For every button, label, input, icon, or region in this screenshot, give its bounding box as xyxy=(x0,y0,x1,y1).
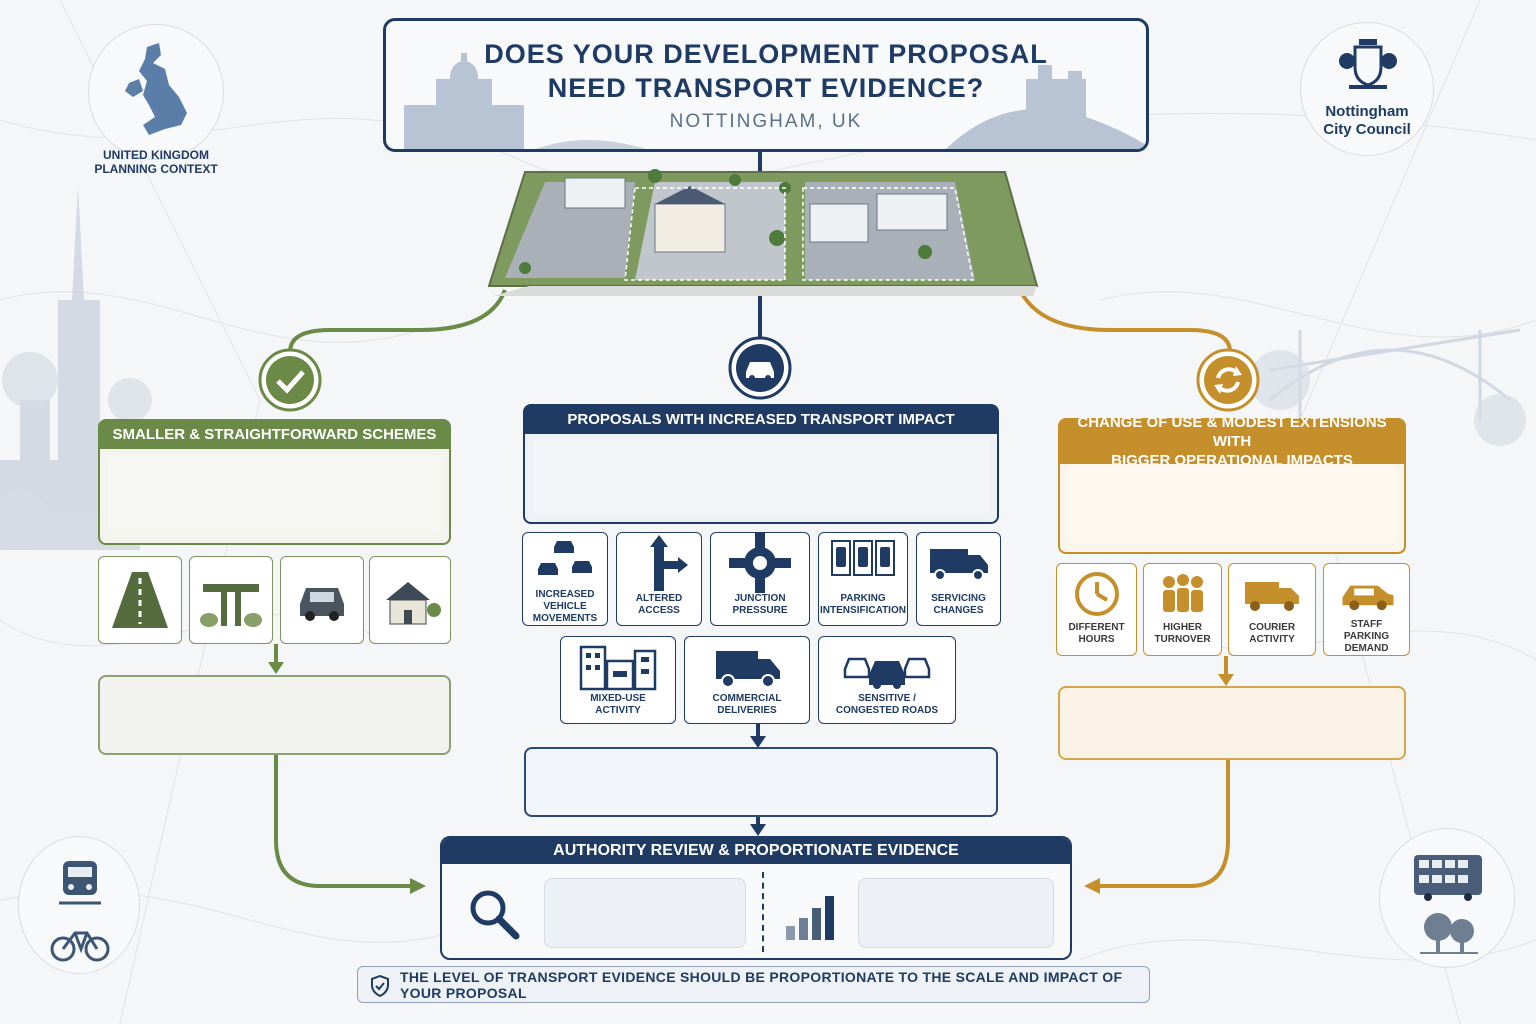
center-description-panel xyxy=(523,434,999,524)
right-outcome-box xyxy=(1058,686,1406,760)
right-tile-turnover: HIGHER TURNOVER xyxy=(1143,563,1222,656)
impact-tile-congested-roads: SENSITIVE / CONGESTED ROADS xyxy=(818,636,956,724)
impact-label: COMMERCIAL DELIVERIES xyxy=(712,693,782,716)
cars-icon xyxy=(538,541,592,575)
right-tile-staff-parking: STAFF PARKING DEMAND xyxy=(1323,563,1410,656)
van-icon xyxy=(1245,582,1299,611)
center-outcome-box xyxy=(524,747,998,817)
impact-label: MIXED-USE ACTIVITY xyxy=(590,693,646,716)
bridge-icon xyxy=(200,584,262,627)
footer-text: THE LEVEL OF TRANSPORT EVIDENCE SHOULD B… xyxy=(400,968,1123,1001)
impact-label: ALTERED ACCESS xyxy=(635,593,683,616)
council-crest-icon xyxy=(1339,39,1397,89)
truck-icon xyxy=(929,549,988,581)
turn-arrow-icon xyxy=(650,535,688,591)
car-icon xyxy=(300,588,344,621)
bus-icon xyxy=(1414,855,1482,901)
left-tile-bridge xyxy=(189,556,273,644)
left-tile-car xyxy=(280,556,364,644)
authority-divider xyxy=(762,872,764,952)
traffic-icon xyxy=(843,657,931,689)
train-icon xyxy=(59,861,101,905)
page-title-line1: DOES YOUR DEVELOPMENT PROPOSAL xyxy=(484,39,1048,69)
center-section-title: PROPOSALS WITH INCREASED TRANSPORT IMPAC… xyxy=(523,404,999,434)
impact-label: SENSITIVE / CONGESTED ROADS xyxy=(835,693,939,716)
impact-tile-altered-access: ALTERED ACCESS xyxy=(616,532,702,626)
right-tile-courier: COURIER ACTIVITY xyxy=(1228,563,1316,656)
roundabout-icon xyxy=(729,533,791,593)
right-description-panel xyxy=(1058,464,1406,554)
authority-review-box-2 xyxy=(858,878,1054,948)
authority-review-panel: AUTHORITY REVIEW & PROPORTIONATE EVIDENC… xyxy=(440,836,1072,960)
right-title-line1: CHANGE OF USE & MODEST EXTENSIONS WITH xyxy=(1077,413,1387,450)
parking-icon xyxy=(831,540,895,576)
impact-label: DIFFERENT HOURS xyxy=(1068,622,1125,645)
impact-tile-servicing: SERVICING CHANGES xyxy=(916,532,1001,626)
impact-tile-commercial-deliveries: COMMERCIAL DELIVERIES xyxy=(684,636,810,724)
house-icon xyxy=(386,582,441,625)
council-name-line1: Nottingham xyxy=(1325,103,1409,120)
impact-label: STAFF PARKING DEMAND xyxy=(1343,619,1390,654)
council-name-line2: City Council xyxy=(1323,121,1411,138)
uk-badge xyxy=(88,24,224,160)
authority-title: AUTHORITY REVIEW & PROPORTIONATE EVIDENC… xyxy=(442,838,1070,864)
trees-icon xyxy=(1420,913,1478,954)
delivery-truck-icon xyxy=(716,651,780,688)
impact-tile-junction-pressure: JUNCTION PRESSURE xyxy=(710,532,810,626)
page-title-line2: NEED TRANSPORT EVIDENCE? xyxy=(547,73,985,103)
bus-trees-badge xyxy=(1379,828,1515,968)
magnifier-icon xyxy=(470,890,520,940)
left-outcome-box xyxy=(98,675,451,755)
right-tile-hours: DIFFERENT HOURS xyxy=(1056,563,1137,656)
impact-label: SERVICING CHANGES xyxy=(931,593,986,616)
left-description-panel xyxy=(98,449,451,545)
shield-check-icon xyxy=(371,975,389,997)
buildings-icon xyxy=(579,645,657,691)
authority-review-box-1 xyxy=(544,878,746,948)
road-icon xyxy=(112,572,168,628)
uk-map-icon xyxy=(125,43,187,135)
left-tile-house xyxy=(369,556,451,644)
refresh-icon xyxy=(1196,348,1260,412)
rail-cycle-badge xyxy=(18,836,140,974)
uk-caption: UNITED KINGDOM PLANNING CONTEXT xyxy=(94,148,218,176)
footer-note: THE LEVEL OF TRANSPORT EVIDENCE SHOULD B… xyxy=(357,966,1150,1003)
header-banner: DOES YOUR DEVELOPMENT PROPOSAL NEED TRAN… xyxy=(383,18,1149,152)
impact-label: INCREASED VEHICLE MOVEMENTS xyxy=(532,589,598,624)
bar-chart-icon xyxy=(786,896,834,940)
impact-label: COURIER ACTIVITY xyxy=(1248,622,1296,645)
page-subtitle: NOTTINGHAM, UK xyxy=(669,111,863,132)
car-icon xyxy=(1341,585,1394,611)
impact-label: HIGHER TURNOVER xyxy=(1154,622,1211,645)
left-tile-road xyxy=(98,556,182,644)
site-plan-illustration xyxy=(487,169,1039,296)
bicycle-icon xyxy=(50,931,110,962)
people-icon xyxy=(1162,574,1203,612)
car-circle-icon xyxy=(728,336,792,400)
impact-tile-mixed-use: MIXED-USE ACTIVITY xyxy=(560,636,676,724)
impact-label: JUNCTION PRESSURE xyxy=(732,593,788,616)
impact-tile-vehicle-movements: INCREASED VEHICLE MOVEMENTS xyxy=(522,532,608,626)
clock-icon xyxy=(1074,572,1119,616)
check-icon xyxy=(258,348,322,412)
council-badge: Nottingham City Council xyxy=(1300,22,1434,156)
impact-label: PARKING INTENSIFICATION xyxy=(820,593,906,616)
impact-tile-parking: PARKING INTENSIFICATION xyxy=(818,532,908,626)
right-section-title: CHANGE OF USE & MODEST EXTENSIONS WITH B… xyxy=(1058,414,1406,469)
left-section-title: SMALLER & STRAIGHTFORWARD SCHEMES xyxy=(98,419,451,449)
skyline-illustration xyxy=(404,53,1146,149)
